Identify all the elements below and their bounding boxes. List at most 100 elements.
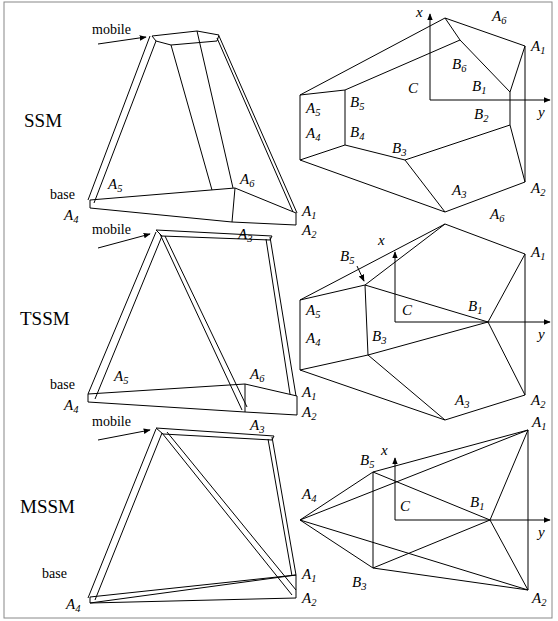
- part-label: mobile: [92, 22, 131, 38]
- point-label: A1: [531, 244, 545, 260]
- subscript: 6: [249, 178, 254, 189]
- axis-label: C: [402, 302, 412, 318]
- subscript: 3: [461, 189, 466, 200]
- base-platform: [88, 384, 297, 415]
- subscript: 4: [359, 131, 364, 142]
- subscript: 5: [369, 459, 374, 470]
- point-label: B4: [350, 124, 364, 140]
- subscript: 5: [349, 255, 354, 266]
- subscript: 2: [540, 187, 545, 198]
- subscript: 3: [401, 147, 406, 158]
- axis-label: x: [416, 4, 423, 20]
- point-label: A1: [302, 203, 316, 219]
- subscript: 3: [381, 335, 386, 346]
- mobile-platform: [152, 31, 219, 45]
- leg-lines: [88, 31, 297, 213]
- mobile-triangle: [365, 285, 488, 355]
- part-label: base: [50, 187, 75, 203]
- point-label: B1: [472, 78, 486, 94]
- point-label: A5: [306, 100, 320, 116]
- point-label: B1: [468, 298, 482, 314]
- subscript: 3: [247, 233, 252, 244]
- subscript: 1: [311, 210, 316, 221]
- base-platform: [90, 575, 296, 603]
- subscript: 1: [540, 251, 545, 262]
- subscript: 6: [259, 373, 264, 384]
- subscript: 5: [123, 375, 128, 386]
- subscript: 2: [311, 597, 316, 608]
- point-label: A1: [302, 566, 316, 582]
- point-label: A4: [306, 125, 320, 141]
- mechanism-name: TSSM: [20, 308, 70, 330]
- point-label: A5: [114, 368, 128, 384]
- part-label: mobile: [92, 414, 131, 430]
- part-label: mobile: [92, 222, 131, 238]
- axis-arrow: [395, 322, 550, 323]
- axis-label: y: [538, 524, 545, 540]
- axis-label: x: [381, 442, 388, 458]
- subscript: 2: [483, 113, 488, 124]
- point-label: B6: [452, 56, 466, 72]
- figure-frame: [4, 2, 552, 618]
- point-label: B3: [352, 574, 366, 590]
- base-hexagon: [300, 18, 525, 212]
- mechanism-name: MSSM: [20, 496, 75, 518]
- axis-label: y: [538, 104, 545, 120]
- point-label: A6: [240, 171, 254, 187]
- subscript: 1: [540, 45, 545, 56]
- point-label: A1: [302, 384, 316, 400]
- point-label: A1: [531, 38, 545, 54]
- subscript: 1: [541, 421, 546, 432]
- part-label: base: [50, 377, 75, 393]
- point-label: A2: [532, 590, 546, 606]
- subscript: 2: [540, 399, 545, 410]
- subscript: 6: [499, 213, 504, 224]
- pointer-arrow: [357, 266, 364, 281]
- subscript: 3: [464, 399, 469, 410]
- subscript: 6: [501, 15, 506, 26]
- point-label: B3: [392, 140, 406, 156]
- axis-label: x: [378, 232, 385, 248]
- leg-lines: [300, 18, 525, 212]
- subscript: 1: [311, 391, 316, 402]
- mechanism-name: SSM: [24, 110, 62, 132]
- axis-arrow: [395, 520, 550, 521]
- part-label: base: [42, 566, 67, 582]
- subscript: 6: [461, 63, 466, 74]
- subscript: 1: [481, 85, 486, 96]
- point-label: B3: [372, 328, 386, 344]
- pointer-arrow: [98, 430, 150, 440]
- axis-arrow: [395, 458, 396, 520]
- point-label: A2: [302, 590, 316, 606]
- point-label: A6: [490, 206, 504, 222]
- axis-label: y: [538, 326, 545, 342]
- point-label: A3: [238, 226, 252, 242]
- subscript: 4: [311, 493, 316, 504]
- subscript: 4: [315, 132, 320, 143]
- subscript: 5: [315, 309, 320, 320]
- point-label: A2: [302, 404, 316, 420]
- subscript: 2: [311, 229, 316, 240]
- point-label: A4: [64, 207, 78, 223]
- subscript: 4: [315, 337, 320, 348]
- leg-lines: [88, 232, 296, 410]
- point-label: A4: [302, 486, 316, 502]
- subscript: 1: [479, 501, 484, 512]
- point-label: A3: [250, 417, 264, 433]
- axis-arrow: [395, 252, 396, 322]
- point-label: A4: [64, 397, 78, 413]
- leg-lines: [88, 429, 296, 600]
- point-label: B5: [350, 94, 364, 110]
- point-label: B1: [470, 494, 484, 510]
- subscript: 5: [315, 107, 320, 118]
- point-label: A2: [531, 392, 545, 408]
- axis-arrow: [430, 14, 431, 100]
- subscript: 3: [361, 581, 366, 592]
- subscript: 4: [73, 404, 78, 415]
- line-drawing: [88, 14, 550, 603]
- point-label: A2: [531, 180, 545, 196]
- point-label: A2: [302, 222, 316, 238]
- axis-label: C: [408, 80, 418, 96]
